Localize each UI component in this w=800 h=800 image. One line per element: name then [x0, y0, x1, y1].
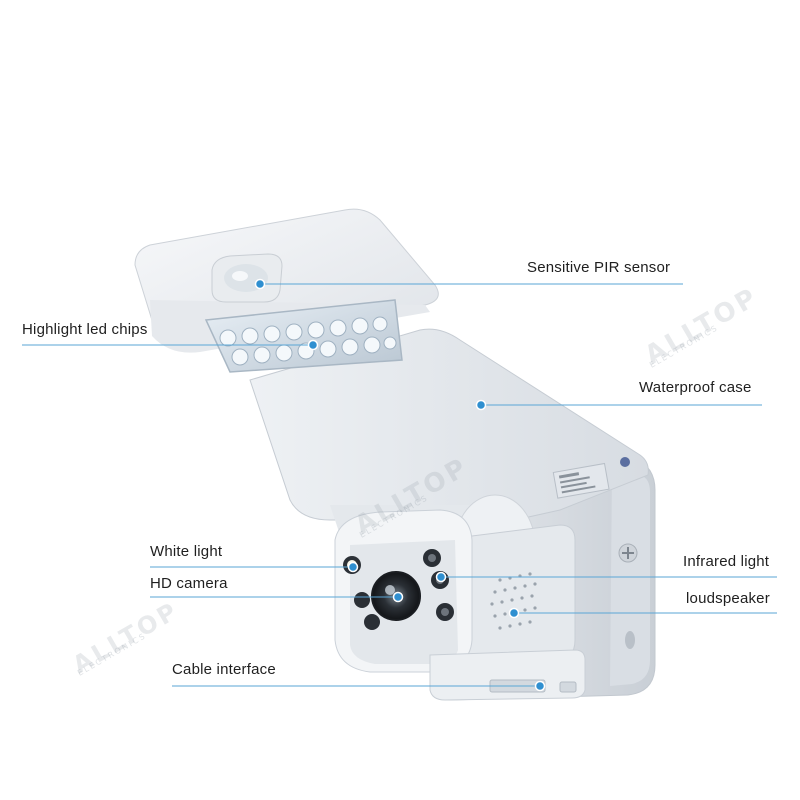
label-pir-sensor: Sensitive PIR sensor: [527, 259, 671, 276]
infrared-led: [364, 614, 380, 630]
label-white-light: White light: [150, 543, 223, 560]
label-waterproof-case: Waterproof case: [639, 379, 752, 396]
speaker-grille: [490, 572, 537, 630]
label-hd-camera: HD camera: [150, 575, 228, 592]
housing-arm: [249, 328, 649, 521]
spec-sticker: [552, 462, 610, 499]
led-chip-array: [219, 316, 397, 366]
keyhole-icon: [625, 631, 635, 649]
infrared-led: [354, 592, 370, 608]
label-cable-interface: Cable interface: [172, 661, 276, 678]
label-loudspeaker: loudspeaker: [686, 590, 770, 607]
cable-interface-port: [429, 649, 586, 701]
label-led-chips: Highlight led chips: [22, 321, 148, 338]
label-infrared-light: Infrared light: [683, 553, 770, 570]
camera-lens: [371, 571, 421, 621]
